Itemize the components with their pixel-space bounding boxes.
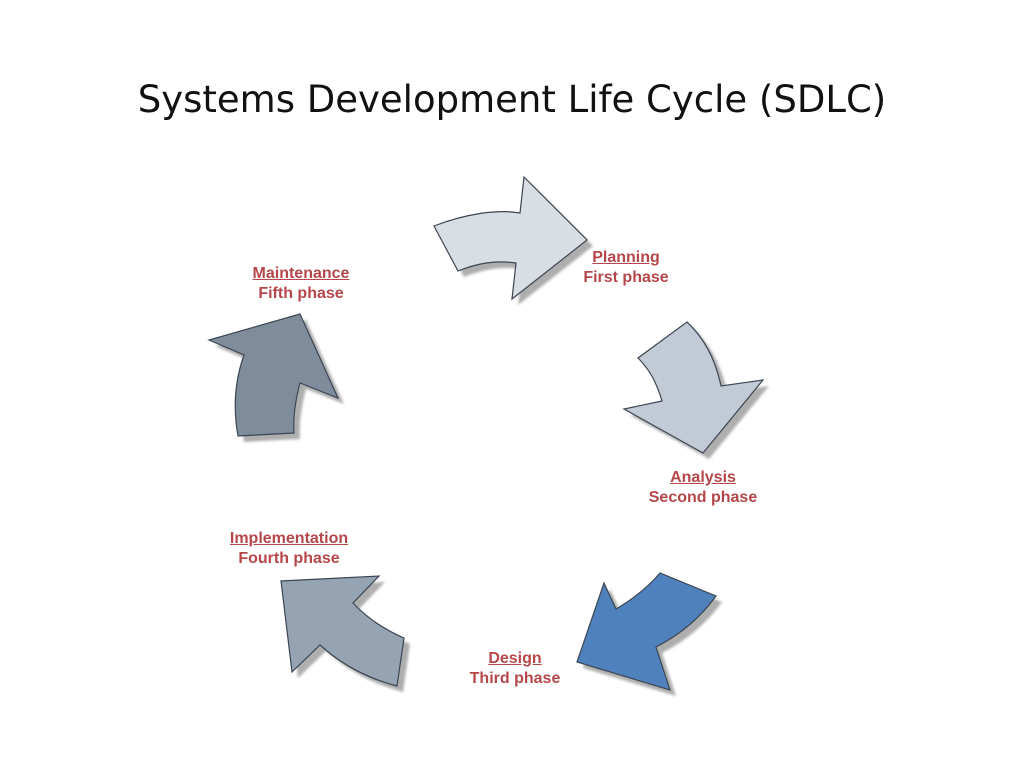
analysis-description: Second phase: [648, 489, 758, 506]
analysis-arrow: [622, 321, 769, 459]
maintenance-label: Maintenance Fifth phase: [221, 264, 381, 304]
design-arrow: [576, 572, 722, 696]
implementation-label: Implementation Fourth phase: [199, 529, 379, 569]
planning-link[interactable]: Planning: [592, 249, 660, 266]
design-description: Third phase: [469, 670, 561, 687]
maintenance-description: Fifth phase: [258, 285, 344, 302]
implementation-link[interactable]: Implementation: [229, 530, 349, 547]
maintenance-link[interactable]: Maintenance: [252, 265, 350, 282]
planning-description: First phase: [583, 269, 669, 286]
analysis-label: Analysis Second phase: [648, 468, 758, 508]
planning-arrow: [433, 175, 593, 305]
planning-label: Planning First phase: [556, 248, 696, 288]
design-label: Design Third phase: [440, 649, 590, 689]
slide-title: Systems Development Life Cycle (SDLC): [137, 78, 887, 121]
maintenance-arrow: [207, 313, 344, 442]
design-link[interactable]: Design: [488, 650, 542, 667]
implementation-description: Fourth phase: [238, 550, 340, 567]
implementation-arrow: [280, 575, 410, 692]
analysis-link[interactable]: Analysis: [670, 469, 736, 486]
